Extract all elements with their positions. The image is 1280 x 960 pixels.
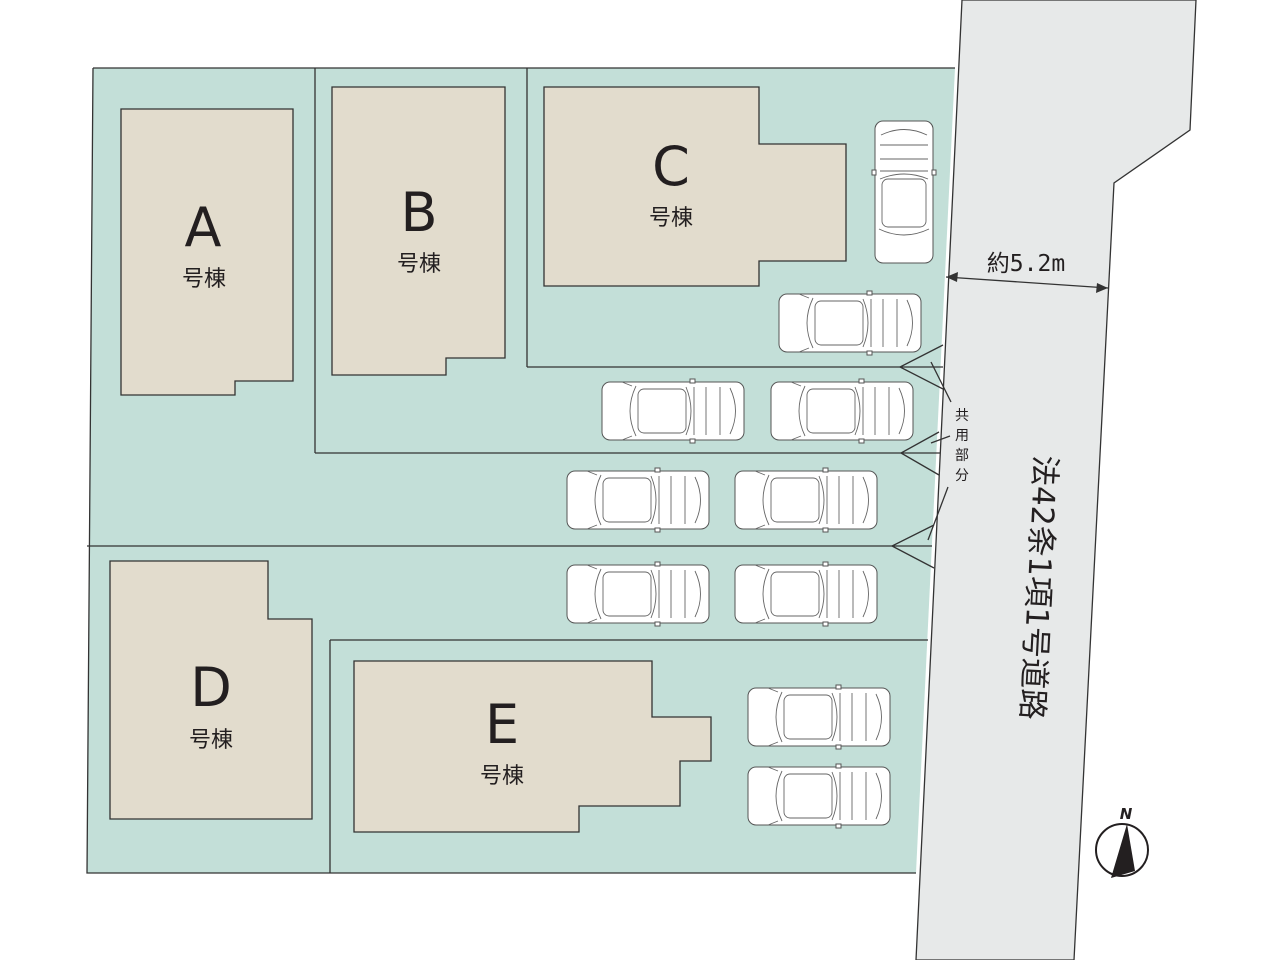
building-c-letter: C	[652, 135, 690, 198]
car-b-1	[601, 378, 745, 444]
lot-lines	[86, 67, 955, 874]
common-area-char-3: 部	[955, 448, 969, 464]
building-c	[543, 86, 847, 287]
car-a-1	[566, 467, 710, 533]
road-width-label: 約5.2m	[987, 251, 1065, 277]
car-a-2	[734, 467, 878, 533]
compass-north-label: N	[1120, 805, 1133, 823]
common-area-markers	[890, 344, 952, 569]
building-e-letter: E	[485, 693, 519, 756]
car-d-2	[734, 561, 878, 627]
common-area-char-4: 分	[955, 468, 969, 484]
building-d-suffix: 号棟	[189, 728, 233, 753]
north-compass-icon	[1095, 823, 1149, 878]
building-e	[353, 660, 712, 833]
building-b	[331, 86, 506, 376]
building-a-suffix: 号棟	[182, 267, 226, 292]
building-a-letter: A	[185, 196, 222, 259]
common-area-char-2: 用	[955, 428, 969, 444]
building-d-letter: D	[190, 656, 232, 719]
building-a	[120, 108, 294, 396]
building-c-suffix: 号棟	[649, 206, 693, 231]
car-e-2	[747, 763, 891, 829]
common-area-char-1: 共	[955, 408, 969, 424]
car-d-1	[566, 561, 710, 627]
car-c-vertical	[871, 120, 937, 264]
road	[915, 0, 1197, 960]
car-e-1	[747, 684, 891, 750]
building-b-letter: B	[400, 181, 437, 244]
car-c-horizontal	[778, 290, 922, 356]
road-width-dimension	[945, 272, 1109, 293]
building-e-suffix: 号棟	[480, 764, 524, 789]
building-b-suffix: 号棟	[397, 252, 441, 277]
car-b-2	[770, 378, 914, 444]
building-d	[109, 560, 313, 820]
